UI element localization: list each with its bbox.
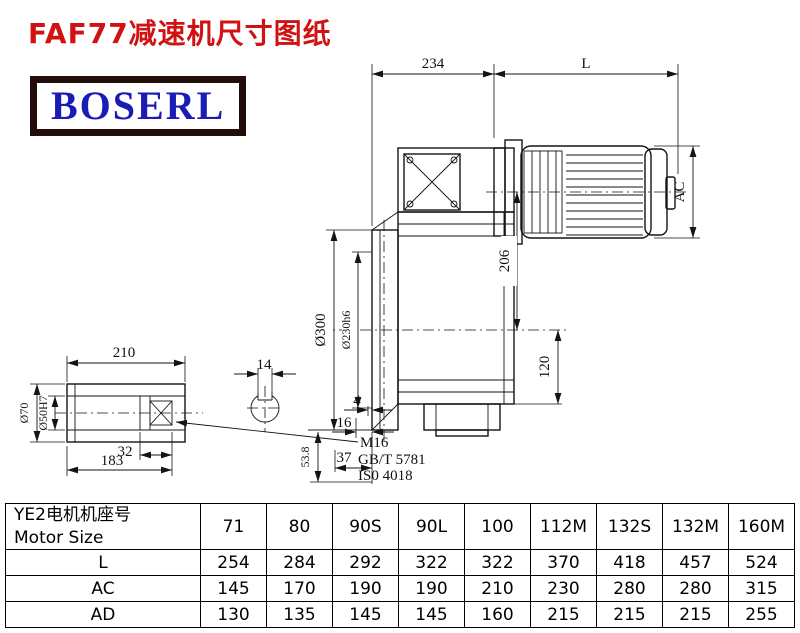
dim-4-label: 4 [353, 393, 361, 409]
dim-16-label: 16 [337, 415, 353, 431]
dimension-table: YE2电机机座号 Motor Size 71 80 90S 90L 100 11… [5, 503, 795, 628]
dim-53-8-label: 53.8 [298, 447, 312, 468]
table-cell: 255 [728, 601, 795, 628]
dim-37-label: 37 [337, 450, 353, 466]
col-header: 160M [728, 503, 795, 550]
table-cell: 160 [464, 601, 531, 628]
table-cell: 322 [398, 549, 465, 576]
dim-L-label: L [581, 56, 590, 72]
dim-14-label: 14 [257, 357, 273, 373]
table-cell: 130 [200, 601, 267, 628]
motor-size-header-cn: YE2电机机座号 [14, 505, 131, 526]
standard-gb-label: GB/T 5781 [358, 452, 426, 468]
table-cell: 322 [464, 549, 531, 576]
dim-d50-label: Ø50H7 [36, 395, 50, 430]
dim-183-label: 183 [101, 453, 124, 469]
table-cell: 292 [332, 549, 399, 576]
table-cell: 190 [332, 575, 399, 602]
dim-d230-label: Ø230h6 [339, 311, 353, 350]
technical-drawing: 234 L AC 206 120 Ø300 [17, 56, 700, 484]
dim-AC-label: AC [672, 182, 688, 203]
table-cell: 145 [332, 601, 399, 628]
standard-iso-label: IS0 4018 [358, 468, 413, 484]
table-cell: 215 [596, 601, 663, 628]
page-title: FAF77减速机尺寸图纸 [28, 17, 332, 50]
dimension-offsets: 4 16 37 53.8 [298, 393, 394, 484]
row-label-L: L [5, 549, 201, 576]
table-cell: 230 [530, 575, 597, 602]
table-cell: 215 [662, 601, 729, 628]
table-cell: 145 [398, 601, 465, 628]
dim-206-label: 206 [497, 249, 513, 272]
row-label-AC: AC [5, 575, 201, 602]
table-cell: 170 [266, 575, 333, 602]
dim-210-label: 210 [113, 345, 136, 361]
col-header: 90S [332, 503, 399, 550]
table-cell: 370 [530, 549, 597, 576]
table-cell: 190 [398, 575, 465, 602]
dimension-top: 234 L [371, 56, 679, 226]
table-cell: 280 [596, 575, 663, 602]
table-row-L: L 254 284 292 322 322 370 418 457 524 [5, 549, 795, 576]
table-row-AC: AC 145 170 190 190 210 230 280 280 315 [5, 575, 795, 602]
table-cell: 215 [530, 601, 597, 628]
motor-size-header-cell: YE2电机机座号 Motor Size [5, 503, 201, 550]
col-header: 132M [662, 503, 729, 550]
table-row-AD: AD 130 135 145 145 160 215 215 215 255 [5, 601, 795, 628]
dim-d70-label: Ø70 [17, 403, 31, 424]
table-cell: 280 [662, 575, 729, 602]
col-header: 132S [596, 503, 663, 550]
dim-120-label: 120 [537, 356, 553, 379]
table-cell: 135 [266, 601, 333, 628]
table-cell: 254 [200, 549, 267, 576]
col-header: 90L [398, 503, 465, 550]
keyway-section: 14 [234, 357, 296, 432]
dimension-flange: Ø300 Ø230h6 [308, 229, 372, 431]
motor-view [486, 139, 690, 245]
logo-box: BOSERL [30, 76, 247, 136]
table-cell: 418 [596, 549, 663, 576]
col-header: 80 [266, 503, 333, 550]
table-cell: 315 [728, 575, 795, 602]
row-label-AD: AD [5, 601, 201, 628]
dim-d300-label: Ø300 [313, 313, 329, 346]
dimension-ac: AC [654, 145, 700, 239]
shaft-detail: 210 32 183 Ø70 Ø50H7 [17, 345, 203, 476]
dim-32-label: 32 [118, 444, 133, 460]
col-header: 71 [200, 503, 267, 550]
thread-callout: M16 GB/T 5781 IS0 4018 [175, 419, 426, 484]
table-cell: 524 [728, 549, 795, 576]
table-cell: 284 [266, 549, 333, 576]
table-cell: 210 [464, 575, 531, 602]
col-header: 112M [530, 503, 597, 550]
dim-234-label: 234 [422, 56, 445, 72]
dimension-206: 206 [497, 192, 521, 330]
table-cell: 145 [200, 575, 267, 602]
table-cell: 457 [662, 549, 729, 576]
logo-text: BOSERL [51, 83, 226, 128]
dim-m16-label: M16 [360, 435, 389, 451]
col-header: 100 [464, 503, 531, 550]
dimension-120: 120 [514, 330, 562, 405]
motor-size-header-en: Motor Size [14, 527, 104, 548]
